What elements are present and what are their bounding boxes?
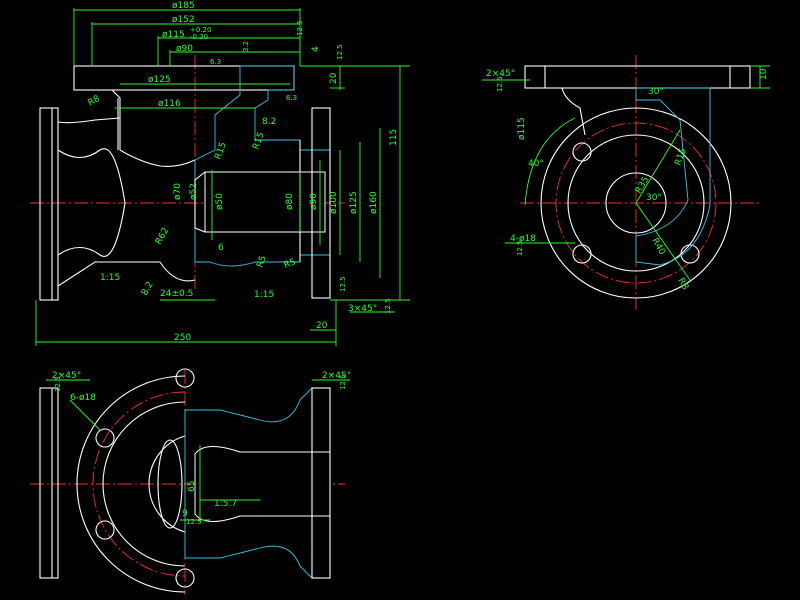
dim-len8-2: 8.2 <box>262 117 276 127</box>
left-flange <box>39 107 59 301</box>
dim-d152: ø152 <box>172 15 195 25</box>
side-dim-r8: R8 <box>675 277 690 293</box>
side-dim-angle30b: 30° <box>646 193 662 203</box>
ra-6-3-a: 6.3 <box>210 58 221 66</box>
left-neck-outline <box>111 89 196 167</box>
side-dim-chamfer: 2×45° <box>486 69 515 79</box>
bottom-bolt-hole <box>175 368 195 388</box>
ra-3-2: 3.2 <box>242 41 250 52</box>
dim-len250: 250 <box>174 333 191 343</box>
bottom-ra-12-5-c: 12.5 <box>186 518 202 526</box>
bottom-dim-len9: 9 <box>182 509 188 519</box>
dim-len6: 6 <box>218 243 224 253</box>
dim-r5b: R5 <box>283 257 298 270</box>
bottom-bore <box>194 446 331 522</box>
bottom-bolt-hole <box>175 568 195 588</box>
front-dimension-lines <box>35 8 410 346</box>
dim-d125b: ø125 <box>349 191 359 214</box>
dim-d160: ø160 <box>369 191 379 214</box>
dim-d116: ø116 <box>158 99 181 109</box>
dim-len8-2b: 8.2 <box>140 280 156 297</box>
bottom-ra-12-5-b: 12.5 <box>339 374 347 390</box>
dim-d52: ø52 <box>189 183 199 200</box>
bottom-left-flange <box>39 387 59 579</box>
side-dim-holes: 4-ø18 <box>510 234 536 244</box>
bore <box>204 171 326 233</box>
dim-taper1: 1:15 <box>100 273 120 283</box>
top-flange <box>73 65 295 91</box>
ra-12-5-b: 12.5 <box>296 20 304 36</box>
bottom-outer-arc <box>76 375 186 593</box>
front-view: ø185 ø152 ø115 +0.20 -0.30 ø90 ø125 ø116… <box>30 1 410 346</box>
bottom-dim-chamfer-left: 2×45° <box>52 371 81 381</box>
dim-d80: ø80 <box>285 193 295 210</box>
bottom-dim-taper: 1:5.7 <box>214 499 237 509</box>
side-ra-12-5-a: 12.5 <box>496 76 504 92</box>
dim-d70: ø70 <box>173 183 183 200</box>
side-dim-angle40: 40° <box>528 159 544 169</box>
dim-r15b: R15 <box>251 131 266 151</box>
dim-d90: ø90 <box>176 44 193 54</box>
ra-12-5-a: 12.5 <box>336 44 344 60</box>
bottom-ra-12-5-a: 12.5 <box>54 376 62 392</box>
side-bolt-circle <box>555 122 717 284</box>
bottom-view: 2×45° 2×45° 6-ø18 65 9 1:5.7 12.5 12.5 1… <box>30 368 351 595</box>
dim-len20b: 20 <box>316 321 328 331</box>
bottom-bolt-hole <box>95 520 115 540</box>
dim-r15a: R15 <box>213 141 228 161</box>
side-outer-circle <box>540 107 732 299</box>
dim-chamfer: 3×45° <box>348 304 377 314</box>
side-hatched-section <box>635 87 711 266</box>
side-bolt-hole <box>572 244 592 264</box>
side-dimension-lines <box>482 65 770 281</box>
dim-r5: R5 <box>255 254 268 269</box>
dim-d100: ø100 <box>329 191 339 214</box>
side-view: 2×45° 10 30° 30° 40° ø115 R15 R35 R40 R8… <box>482 55 770 310</box>
dim-d115-tol-lower: -0.30 <box>190 33 208 41</box>
ra-6-3-b: 6.3 <box>286 94 297 102</box>
side-bore-circle <box>605 172 667 234</box>
ra-12-5-d: 12.5 <box>384 298 392 314</box>
dim-d115-tol-upper: +0.20 <box>190 26 211 34</box>
dim-d50: ø50 <box>215 193 225 210</box>
dim-d115: ø115 <box>162 30 185 40</box>
dim-d125: ø125 <box>148 75 171 85</box>
bottom-bolt-arc <box>92 391 186 577</box>
dim-len115: 115 <box>389 129 399 146</box>
dim-len4: 4 <box>311 46 321 52</box>
side-bolt-hole <box>572 142 592 162</box>
dim-len20a: 20 <box>329 72 339 84</box>
dim-len24: 24±0.5 <box>160 289 193 299</box>
bottom-dimension-lines <box>46 379 350 522</box>
dim-r8: R8 <box>87 94 103 109</box>
dim-d90b: ø90 <box>309 193 319 210</box>
bottom-dim-chamfer-right: 2×45° <box>322 371 351 381</box>
dim-d185: ø185 <box>172 1 195 11</box>
side-ra-12-5-b: 12.5 <box>516 240 524 256</box>
side-dim-angle30a: 30° <box>648 87 664 97</box>
side-dim-len10: 10 <box>759 68 769 80</box>
dim-taper2: 1:15 <box>254 290 274 300</box>
hatched-section-right <box>194 65 331 267</box>
bottom-dim-holes: 6-ø18 <box>70 393 96 403</box>
ra-12-5-c: 12.5 <box>339 276 347 292</box>
side-bolt-hole <box>680 244 700 264</box>
body-bulb-left <box>57 148 126 257</box>
bottom-bolt-hole <box>95 428 115 448</box>
side-dim-d115: ø115 <box>517 117 527 140</box>
side-top-flange <box>524 65 751 89</box>
dim-r62: R62 <box>154 226 172 246</box>
side-dim-r40: R40 <box>649 237 667 258</box>
bottom-dim-len65: 65 <box>187 481 197 492</box>
right-flange <box>311 107 331 299</box>
